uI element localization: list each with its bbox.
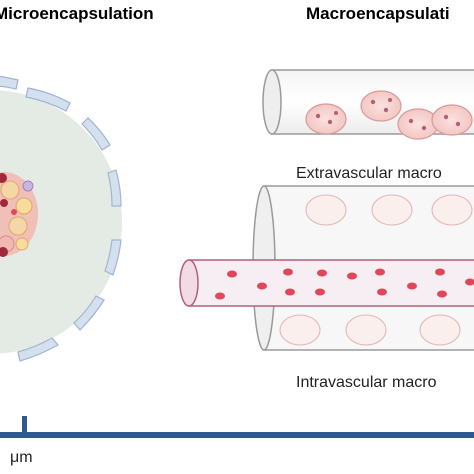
islet-nuclei <box>315 98 461 131</box>
islet-cell-cluster <box>0 172 38 257</box>
red-blood-cells <box>215 268 474 300</box>
microencapsulation-title: Microencapsulation <box>0 4 154 23</box>
scale-tick <box>22 416 27 434</box>
macroencapsulation-title: Macroencapsulati <box>306 4 450 23</box>
capsule-body <box>0 90 122 354</box>
intravascular-device <box>179 185 474 351</box>
extravascular-device <box>262 69 474 140</box>
encapsulated-islet <box>279 194 473 346</box>
scale-axis <box>0 416 474 438</box>
extravascular-caption: Extravascular macro <box>296 165 442 182</box>
scale-unit-label: μm <box>10 449 33 466</box>
microcapsule <box>0 75 122 362</box>
intravascular-caption: Intravascular macro <box>296 374 437 391</box>
capsule-membrane <box>0 75 122 362</box>
blood-vessel <box>188 259 474 307</box>
